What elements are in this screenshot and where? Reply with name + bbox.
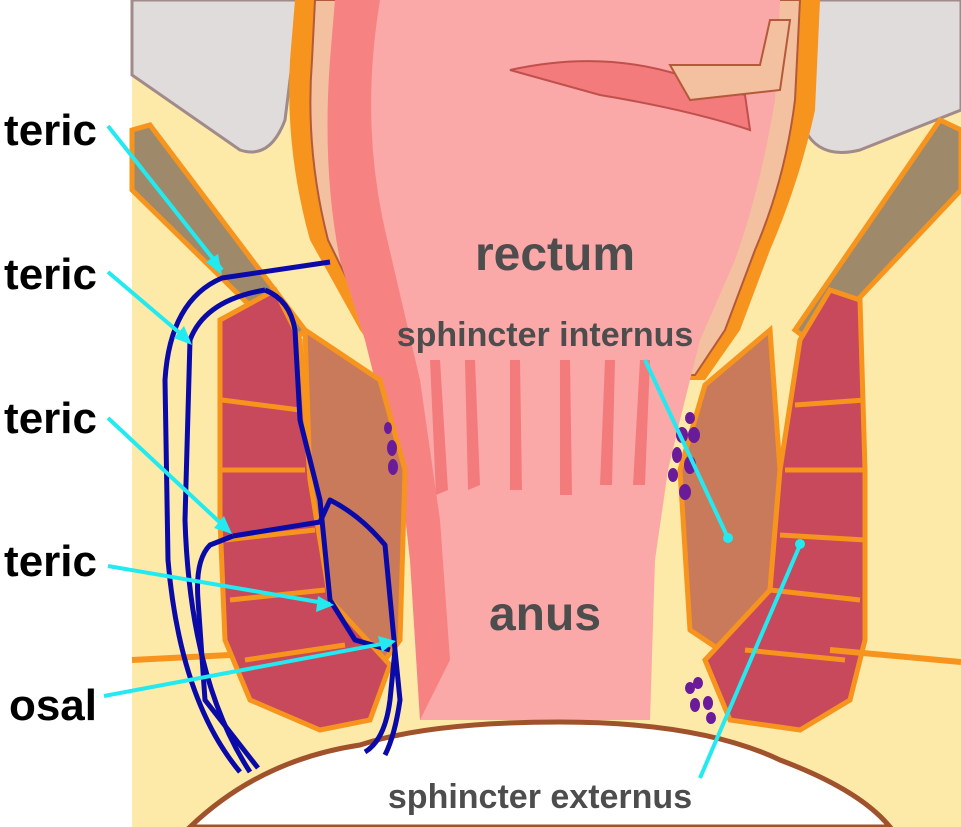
rectum-label: rectum	[475, 228, 635, 281]
pointer-externus	[698, 544, 802, 779]
valve-mucosa	[668, 19, 792, 102]
right-perineal-line	[829, 647, 961, 665]
pointer-lines	[103, 124, 805, 779]
sphincter-externus-label: sphincter externus	[388, 778, 692, 816]
mucosal-fold	[327, 0, 450, 720]
right-externus-segments	[744, 397, 866, 663]
left-label-5: osal	[9, 681, 97, 730]
anal-columns	[430, 360, 650, 495]
pointer-3	[106, 416, 230, 532]
tract-submucosal	[382, 649, 403, 757]
pointer-2	[106, 270, 190, 342]
left-perineal-line	[131, 652, 231, 663]
anus-label: anus	[489, 588, 601, 641]
pointer-5	[103, 640, 393, 698]
tract-transsphincteric-upper	[263, 287, 391, 653]
pointer-4	[107, 564, 331, 606]
tract-extrasphincteric	[162, 259, 331, 774]
left-label-3: teric	[4, 394, 97, 443]
pointer-internus	[643, 359, 730, 539]
right-sphincter-externus	[702, 286, 868, 733]
sphincter-internus-label: sphincter internus	[397, 316, 694, 354]
fistula-tracts	[162, 259, 403, 774]
anal-glands-left	[384, 422, 398, 475]
left-label-1: teric	[4, 106, 97, 155]
left-label-4: teric	[4, 537, 97, 586]
anal-verge-skin	[186, 719, 894, 827]
left-label-2: teric	[4, 250, 97, 299]
pointer-1	[106, 124, 224, 272]
left-upper-tissue	[130, 0, 302, 154]
tract-transsphincteric	[195, 533, 260, 770]
tract-intersphincteric	[232, 497, 398, 755]
